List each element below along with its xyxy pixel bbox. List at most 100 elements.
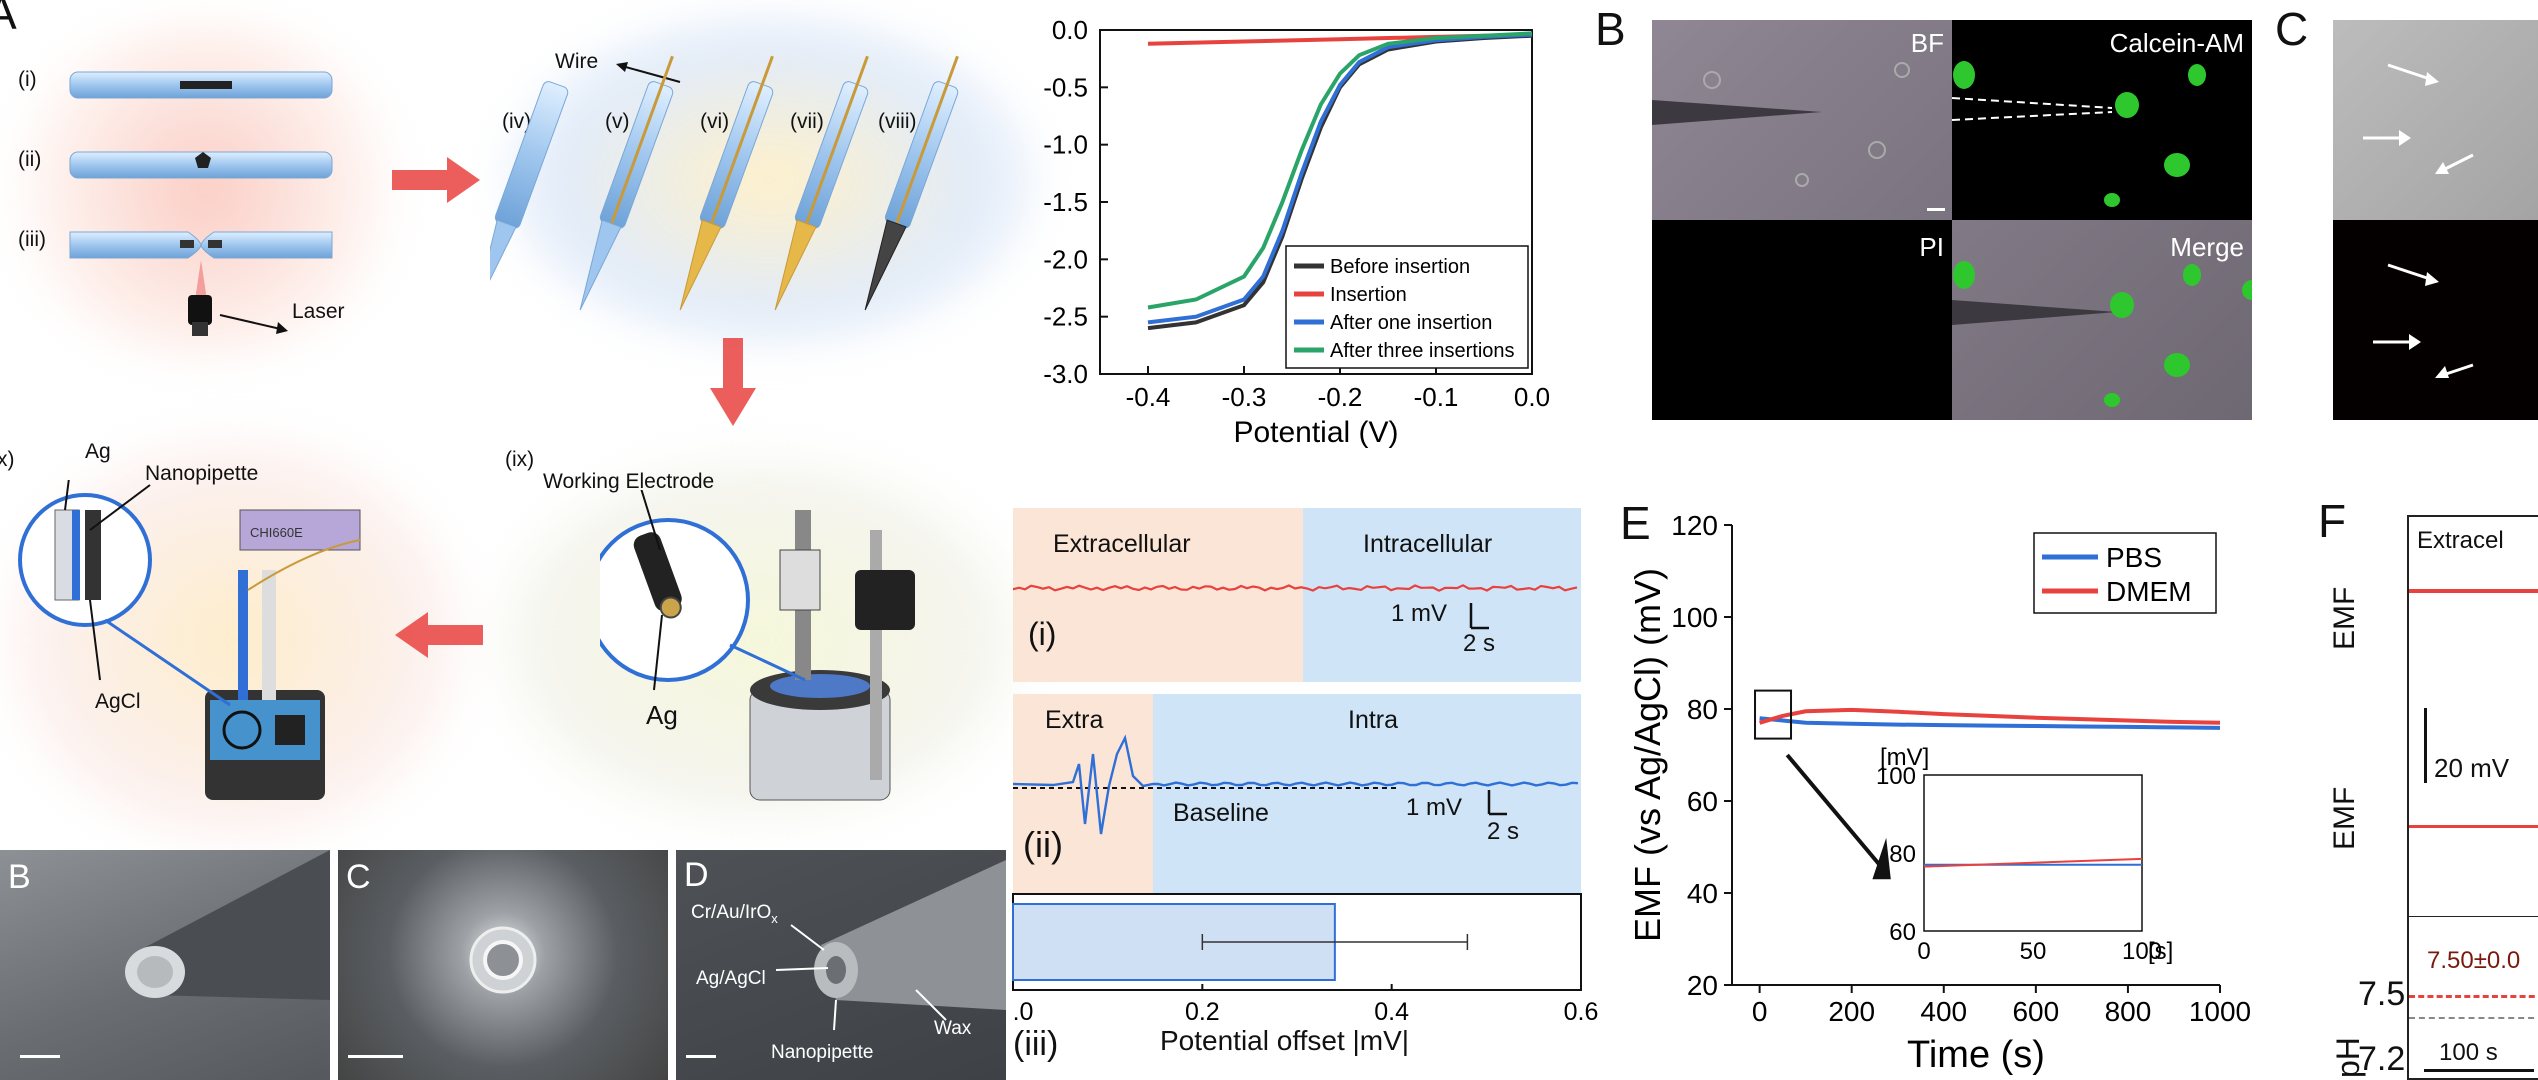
emf-ytick-label: 40 [1687, 878, 1718, 909]
inset-xtick-label: 100 [2122, 938, 2162, 965]
panel-c-pi-arrows [2373, 263, 2474, 378]
trace-ii [1013, 734, 1579, 835]
step-label-vi: (vi) [700, 110, 730, 133]
scale-v-ii: 1 mV [1406, 794, 1463, 821]
trace-tag-ii: (ii) [1023, 824, 1063, 865]
cv-ytick-label: 0.0 [1052, 20, 1088, 45]
intracellular-label: Intracellular [1363, 530, 1493, 558]
extra-label: Extra [1045, 706, 1104, 734]
panel-f-trace-2 [2409, 825, 2538, 828]
offset-xtick-label: .0 [1013, 998, 1034, 1026]
pi-image: PI [1652, 220, 1952, 420]
sem-label-tip-layer: Cr/Au/IrOx [691, 902, 778, 926]
step-label-viii: (viii) [878, 110, 917, 133]
panel-label-a: A [0, 0, 17, 39]
cv-xlabel: Potential (V) [1233, 416, 1398, 449]
inset-frame [1923, 774, 2143, 932]
cv-xtick-label: 0.0 [1514, 382, 1550, 412]
panel-c-pi-image [2333, 220, 2538, 420]
inset-xtick-label: 50 [2020, 938, 2047, 965]
scale-bar-d [686, 1055, 716, 1058]
cv-ytick-label: -1.0 [1043, 130, 1088, 160]
panel-f-row-2: 20 mV [2407, 663, 2538, 918]
cv-series-line [1147, 31, 1533, 310]
emf-ylabel: EMF (vs Ag/AgCl) (mV) [1627, 568, 1668, 942]
panel-f-ph-tick-2: 7.2 [2358, 1040, 2406, 1078]
trace-tag-iii: (iii) [1013, 1025, 1059, 1063]
inset-series-line [1923, 857, 2143, 868]
step-label-x: (x) [0, 448, 15, 471]
cv-legend-label: After three insertions [1330, 340, 1515, 362]
intracellular-region-i [1303, 508, 1581, 682]
cv-legend-box [1285, 245, 1529, 369]
emf-xtick-label: 0 [1752, 996, 1768, 1027]
sem-label-wax: Wax [934, 1018, 972, 1039]
panel-c-bf-arrows [2363, 63, 2474, 174]
ag-label-ix: Ag [646, 700, 678, 730]
cv-ytick-label: -1.5 [1043, 187, 1088, 217]
instrument-text: CHI660E [250, 525, 303, 540]
arrow-down-1 [710, 338, 756, 426]
capillary-steps-i-iii [69, 71, 333, 336]
trace-panel-i: Extracellular Intracellular 1 mV 2 s (i) [1013, 508, 1581, 682]
panel-label-e: E [1620, 497, 1651, 549]
inset-xtick-label: 0 [1917, 938, 1930, 965]
trace-i [1013, 584, 1578, 630]
cv-legend-label: Insertion [1330, 284, 1407, 306]
sem-tip-b [125, 850, 330, 1000]
step-label-ii: (ii) [18, 148, 42, 171]
panel-label-b-fluor: B [1595, 3, 1626, 55]
inset-xlabel: [s] [2148, 938, 2173, 965]
nanopipette-label: Nanopipette [145, 462, 259, 485]
emf-legend-label: PBS [2106, 542, 2162, 573]
calcein-label: Calcein-AM [2109, 28, 2244, 58]
sem-tip-c [469, 926, 537, 994]
offset-xtick-label: 0.2 [1185, 998, 1220, 1026]
panel-f-row-1: Extracel [2407, 515, 2538, 665]
intra-region-ii [1153, 694, 1581, 894]
panel-c-images [2333, 20, 2538, 420]
pi-label: PI [1919, 232, 1944, 262]
emf-ytick-label: 80 [1687, 694, 1718, 725]
merge-image: Merge [1952, 220, 2252, 420]
fluorescence-grid: BF Calcein-AM PI Merge [1652, 20, 2252, 420]
trace-panel-ii: Extra Intra Baseline 1 mV 2 s (ii) [1013, 694, 1581, 894]
panel-f-scale-bar [2424, 708, 2427, 783]
laser-label: Laser [292, 300, 345, 323]
bf-label: BF [1910, 28, 1944, 58]
emf-ytick-label: 120 [1671, 510, 1718, 541]
inset-ytick-label: 80 [1889, 841, 1916, 868]
merge-cells [1952, 261, 2252, 407]
bf-pipette [1652, 62, 1945, 211]
panel-f-top-label: Extracel [2417, 527, 2504, 554]
merge-label: Merge [2170, 232, 2244, 262]
sem-tip-d [775, 860, 1006, 1031]
emf-zoom-arrow [1785, 753, 1886, 872]
emf-ytick-label: 20 [1687, 970, 1718, 1001]
inset-ylabel: [mV] [1880, 744, 1929, 771]
cv-xtick-label: -0.4 [1126, 382, 1171, 412]
panel-f-frame: Extracel 20 mV 7.50±0.0 100 s [2407, 515, 2538, 1080]
step-label-vii: (vii) [790, 110, 824, 133]
panel-f-trace-1 [2409, 589, 2538, 593]
cv-xtick-label: -0.1 [1414, 382, 1459, 412]
working-electrode-label: Working Electrode [543, 470, 715, 493]
emf-xtick-label: 200 [1828, 996, 1875, 1027]
scale-v-i: 1 mV [1391, 600, 1448, 627]
cv-ytick-label: -3.0 [1043, 359, 1088, 389]
cv-series-line [1147, 32, 1533, 325]
emf-xtick-label: 400 [1920, 996, 1967, 1027]
emf-xtick-label: 800 [2105, 996, 2152, 1027]
bf-image: BF [1652, 20, 1952, 220]
panel-f-scale: 20 mV [2434, 753, 2510, 783]
calcein-image: Calcein-AM [1951, 20, 2252, 220]
panel-f-ph-trace [2409, 995, 2538, 998]
setup-illustration-ix [600, 490, 915, 801]
baseline-label: Baseline [1173, 799, 1269, 827]
step-label-v: (v) [605, 110, 630, 133]
sem-label-nanopipette: Nanopipette [771, 1042, 874, 1063]
intra-label: Intra [1348, 706, 1399, 734]
extracellular-region-i [1013, 508, 1303, 682]
panel-f-ph-tick-1: 7.5 [2358, 975, 2406, 1013]
